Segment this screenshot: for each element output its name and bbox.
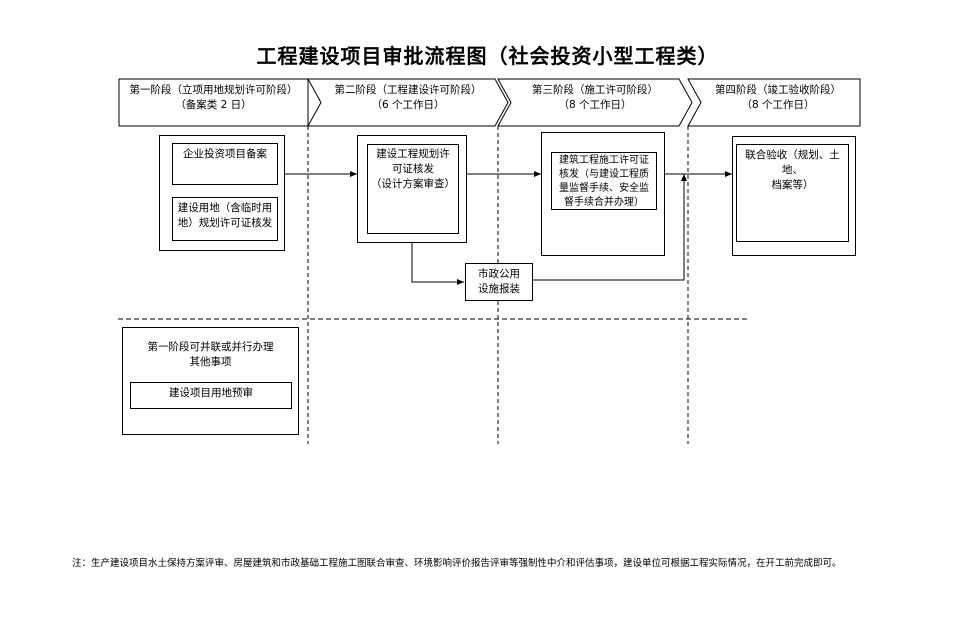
stage-2-line3: （设计方案审查） <box>371 178 455 190</box>
parallel-heading: 第一阶段可并联或并行办理 其他事项 <box>123 340 298 370</box>
stage-3-duration: （8 个工作日） <box>558 99 632 111</box>
stage-3-header: 第三阶段（施工许可阶段） （8 个工作日） <box>508 83 682 113</box>
stage-3-header-shape <box>497 78 693 127</box>
municipal-line1: 市政公用 <box>478 268 520 280</box>
stage-1-header: 第一阶段（立项用地规划许可阶段） （备案类 2 日） <box>119 83 308 113</box>
municipal-line2: 设施报装 <box>478 283 520 295</box>
stage-4-header: 第四阶段（竣工验收阶段） （8 个工作日） <box>698 83 858 113</box>
arrow-municipal-to-stage4 <box>533 174 687 281</box>
parallel-heading-line2: 其他事项 <box>189 356 232 368</box>
land-pre-review-box: 建设项目用地预审 <box>130 382 292 409</box>
stage-4-line2: 档案等） <box>771 179 814 191</box>
stage-2-title: 第二阶段（工程建设许可阶段） <box>334 84 482 96</box>
parallel-items-box: 第一阶段可并联或并行办理 其他事项 <box>122 327 299 435</box>
stage-1-item-land-permit-line1: 建设用地（含临时用 <box>177 202 273 214</box>
stage-2-line1: 建设工程规划许 <box>376 148 450 160</box>
stage-1-header-shape <box>118 78 309 127</box>
stage-4-duration: （8 个工作日） <box>741 99 815 111</box>
stage-4-header-shape <box>687 78 861 127</box>
stage-3-line4: 督手续合并办理） <box>564 197 644 208</box>
stage-3-line1: 建筑工程施工许可证 <box>559 155 649 166</box>
stage-2-header: 第二阶段（工程建设许可阶段） （6 个工作日） <box>318 83 498 113</box>
stage-3-line3: 量监督手续、安全监 <box>559 183 649 194</box>
stage-4-item-joint-acceptance: 联合验收（规划、土地、 档案等） <box>736 144 849 242</box>
stage-1-item-land-permit-line2: 地）规划许可证核发 <box>177 217 273 229</box>
stage-1-item-filing: 企业投资项目备案 <box>172 143 278 185</box>
arrow-to-municipal <box>411 243 464 285</box>
stage-1-duration: （备案类 2 日） <box>175 99 252 111</box>
stage-4-title: 第四阶段（竣工验收阶段） <box>715 84 841 96</box>
municipal-utilities-box: 市政公用 设施报装 <box>465 263 533 301</box>
parallel-heading-line1: 第一阶段可并联或并行办理 <box>147 341 274 353</box>
stage-1-item-land-permit: 建设用地（含临时用 地）规划许可证核发 <box>172 197 278 241</box>
stage-2-header-shape <box>307 78 509 127</box>
footnote: 注：生产建设项目水土保持方案评审、房屋建筑和市政基础工程施工图联合审查、环境影响… <box>72 558 842 569</box>
stage-2-line2: 可证核发 <box>392 163 434 175</box>
stage-2-duration: （6 个工作日） <box>371 99 445 111</box>
stage-1-title: 第一阶段（立项用地规划许可阶段） <box>129 84 298 96</box>
stage-4-line1: 联合验收（规划、土地、 <box>745 149 840 176</box>
stage-2-item-planning-permit: 建设工程规划许 可证核发 （设计方案审查） <box>367 144 459 234</box>
stage-1-item-filing-label: 企业投资项目备案 <box>183 148 267 160</box>
page-title: 工程建设项目审批流程图（社会投资小型工程类） <box>256 44 719 68</box>
land-pre-review-label: 建设项目用地预审 <box>169 387 253 399</box>
stage-3-title: 第三阶段（施工许可阶段） <box>532 84 658 96</box>
stage-3-item-construction-permit: 建筑工程施工许可证 核发（与建设工程质 量监督手续、安全监 督手续合并办理） <box>551 152 657 210</box>
stage-3-line2: 核发（与建设工程质 <box>559 169 649 180</box>
